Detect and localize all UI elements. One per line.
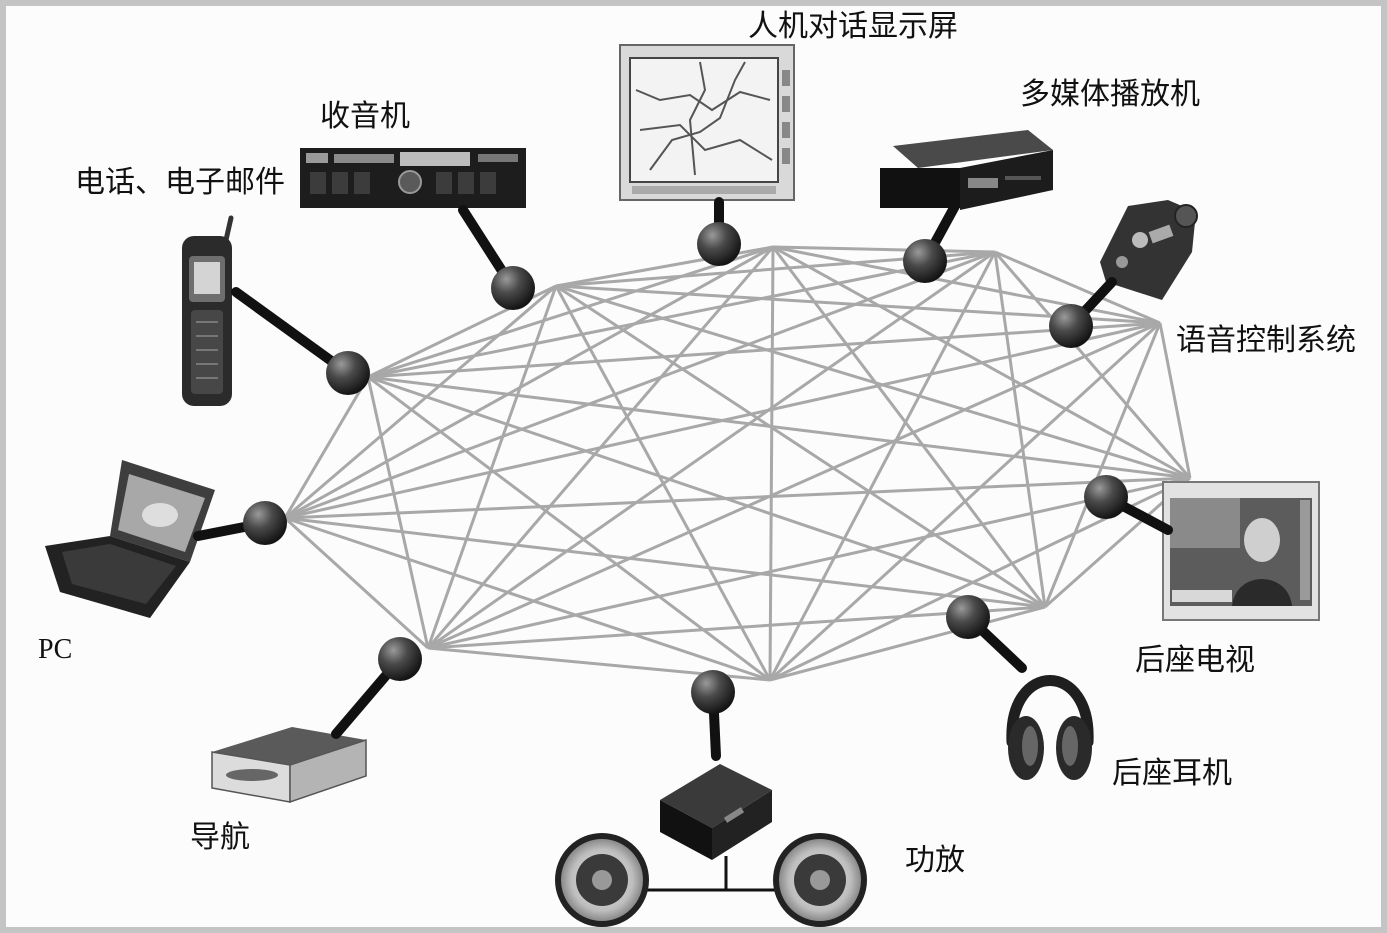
multimedia-player-label: 多媒体播放机 — [1020, 77, 1200, 112]
network-link — [771, 246, 1047, 608]
hmi-display-device — [619, 44, 795, 201]
network-link — [427, 605, 1046, 650]
rear-headphones-label: 后座耳机 — [1112, 756, 1232, 791]
network-link — [768, 246, 775, 681]
network-link — [993, 251, 1192, 479]
voice-control-device — [1100, 200, 1198, 300]
network-link — [283, 516, 430, 650]
network-link — [284, 284, 557, 520]
network-link — [284, 245, 774, 520]
amplifier-node — [691, 670, 735, 714]
amplifier-label: 功放 — [905, 843, 965, 878]
network-link — [769, 605, 1046, 682]
navigation-device — [211, 727, 367, 804]
network-link — [427, 321, 1161, 650]
network-link — [427, 476, 1191, 650]
network-link — [283, 376, 370, 519]
rear-headphones-device — [1006, 675, 1094, 780]
network-link — [772, 245, 1161, 325]
voice-control-label: 语音控制系统 — [1176, 323, 1356, 358]
navigation-node — [378, 637, 422, 681]
network-link — [367, 375, 1046, 609]
mobile-phone-device — [182, 215, 234, 406]
display-node — [697, 222, 741, 266]
network-link — [993, 251, 1047, 608]
network-link — [555, 284, 1191, 480]
network-link — [367, 375, 1191, 480]
network-link — [284, 516, 771, 682]
network-link — [772, 245, 996, 254]
pc-label: PC — [38, 634, 72, 665]
network-link — [284, 321, 1161, 520]
headphones-node — [946, 595, 990, 639]
laptop-pc-device — [45, 460, 215, 618]
left-speaker-icon — [555, 833, 649, 927]
network-link — [555, 284, 1046, 609]
multimedia-player-device — [880, 130, 1053, 210]
hmi-display-label: 人机对话显示屏 — [748, 9, 958, 44]
phone-email-label: 电话、电子邮件 — [75, 165, 285, 200]
radio-device — [300, 148, 526, 208]
rear-tv-node — [1084, 475, 1128, 519]
voice-node — [1049, 304, 1093, 348]
network-link — [1043, 322, 1162, 608]
multimedia-node — [903, 239, 947, 283]
right-speaker-icon — [773, 833, 867, 927]
phone-node — [326, 351, 370, 395]
radio-label: 收音机 — [320, 99, 410, 134]
radio-node — [491, 266, 535, 310]
network-link — [1158, 322, 1192, 479]
network-link — [284, 250, 996, 520]
phone-stem — [231, 287, 353, 378]
navigation-label: 导航 — [190, 820, 250, 855]
network-link — [284, 516, 1046, 609]
network-link — [284, 476, 1191, 520]
rear-tv-label: 后座电视 — [1135, 643, 1255, 678]
network-link — [427, 250, 996, 650]
rear-tv-device — [1162, 481, 1320, 621]
speaker-wiring — [645, 856, 780, 892]
amplifier-device — [660, 764, 772, 860]
network-link — [426, 285, 558, 649]
network-nodes — [243, 222, 1128, 714]
pc-node — [243, 501, 287, 545]
network-link — [768, 251, 997, 681]
network-link — [994, 250, 1161, 325]
